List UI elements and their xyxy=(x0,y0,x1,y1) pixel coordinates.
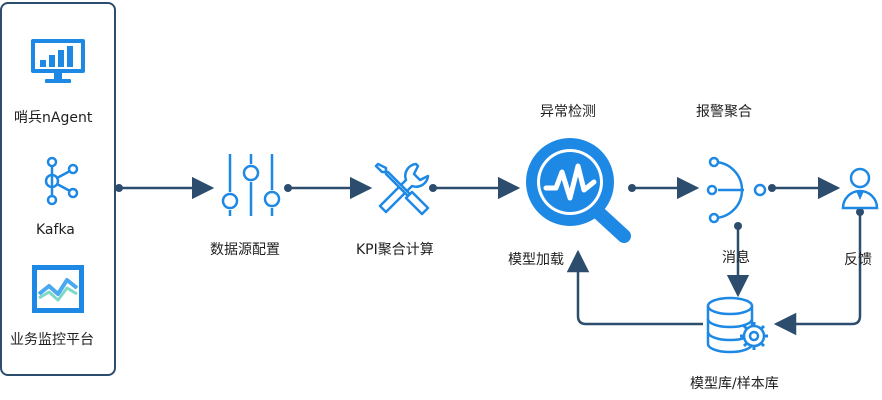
monitor-chart-icon xyxy=(31,39,85,83)
store-label: 模型库/样本库 xyxy=(690,376,779,392)
arrow-feedback-to-store xyxy=(773,212,862,336)
anomaly-label: 异常检测 xyxy=(540,104,596,120)
feedback-label: 反馈 xyxy=(844,252,872,268)
dashboard-icon xyxy=(32,265,84,313)
agent-label: 哨兵nAgent xyxy=(14,110,93,126)
data-sources-panel xyxy=(0,2,116,376)
connector-dot xyxy=(115,184,123,192)
kafka-icon xyxy=(44,156,79,206)
database-gear-icon xyxy=(706,296,768,354)
magnifier-wave-icon xyxy=(526,138,631,243)
connector-dot xyxy=(768,184,776,192)
kafka-label: Kafka xyxy=(36,222,75,238)
connector-dot xyxy=(284,184,292,192)
connector-dot xyxy=(429,184,437,192)
connector-dot xyxy=(628,184,636,192)
tools-icon xyxy=(374,162,430,216)
datasource-label: 数据源配置 xyxy=(210,242,280,258)
connector-dot xyxy=(734,222,742,230)
connector-dot xyxy=(856,208,864,216)
monitor-platform-label: 业务监控平台 xyxy=(10,332,94,348)
model-load-label: 模型加载 xyxy=(508,252,564,268)
kpi-label: KPI聚合计算 xyxy=(356,242,434,258)
merge-icon xyxy=(706,156,767,224)
alert-label: 报警聚合 xyxy=(696,104,752,120)
sliders-icon xyxy=(221,154,281,216)
user-icon xyxy=(841,167,879,210)
message-label: 消息 xyxy=(722,250,750,266)
arrow-store-to-model-load xyxy=(566,249,703,326)
